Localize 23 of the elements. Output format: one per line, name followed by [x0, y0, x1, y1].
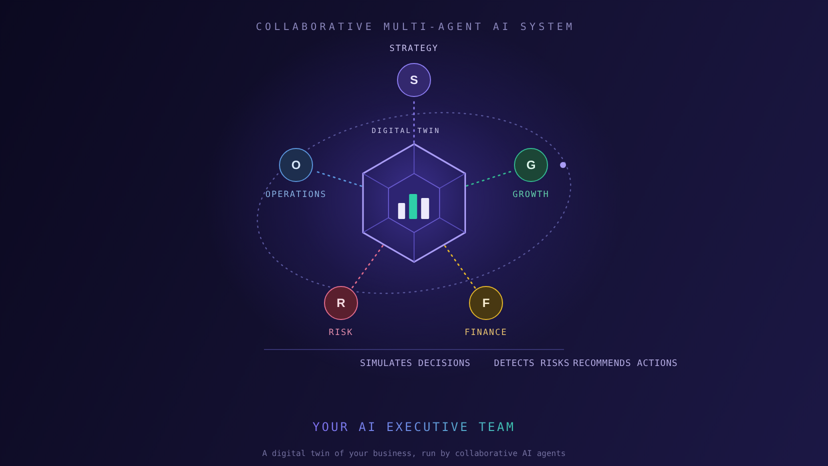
node-label: OPERATIONS	[265, 190, 327, 202]
agent-circle	[279, 148, 313, 182]
node-label: STRATEGY	[390, 44, 438, 55]
agent-initial: R	[336, 296, 346, 310]
node-label: GROWTH	[512, 190, 550, 202]
agent-circle	[469, 286, 503, 320]
diagram-title: COLLABORATIVE MULTI-AGENT AI SYSTEM	[254, 22, 576, 33]
agent-circle	[514, 148, 548, 182]
feature-text: RECOMMENDS ACTIONS	[573, 358, 678, 370]
hexagon-node	[362, 144, 466, 262]
caption-text: A digital twin of your business, run by collaborative AI agents	[262, 449, 566, 458]
feature-text: SIMULATES DECISIONS	[360, 358, 471, 370]
node-label: FINANCE	[464, 328, 508, 340]
agent-initial: S	[410, 73, 418, 87]
dotted-connector	[351, 245, 384, 289]
agent-circle	[397, 63, 431, 97]
agent-initial: O	[291, 158, 301, 172]
node-label: RISK	[328, 328, 354, 340]
agent-initial: G	[526, 158, 536, 172]
agent-circle	[324, 286, 358, 320]
dotted-connector	[444, 245, 476, 289]
feature-text: DETECTS RISKS	[494, 358, 570, 370]
agent-initial: F	[482, 296, 490, 310]
